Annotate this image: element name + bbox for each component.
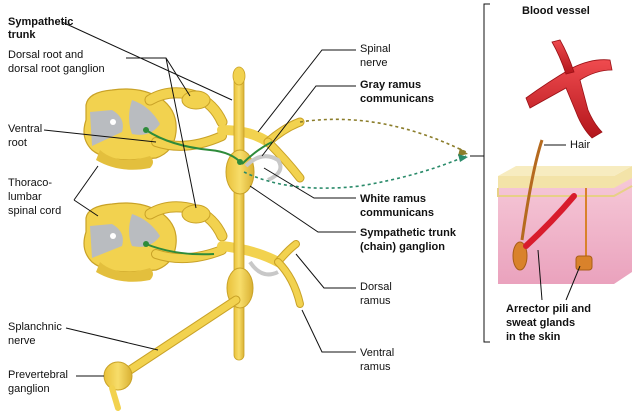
postganglionic-fibers bbox=[243, 118, 468, 189]
leader-spinal-cord bbox=[73, 165, 99, 217]
targets-bracket bbox=[470, 3, 490, 343]
label-spinal-cord: Thoraco- lumbar spinal cord bbox=[8, 177, 61, 217]
leader-white-ramus bbox=[263, 167, 356, 199]
leader-spinal-nerve bbox=[257, 49, 356, 133]
label-ventral-root: Ventral root bbox=[8, 123, 45, 149]
label-spinal-nerve: Spinal nerve bbox=[360, 43, 394, 69]
label-white-ramus: White ramus communicans bbox=[360, 193, 434, 219]
leader-dorsal-ramus bbox=[295, 253, 356, 289]
label-dorsal-ramus: Dorsal ramus bbox=[360, 281, 395, 307]
label-prevertebral-ganglion: Prevertebral ganglion bbox=[8, 369, 71, 395]
label-trunk-ganglion: Sympathetic trunk (chain) ganglion bbox=[360, 227, 459, 253]
label-arrector-pili: Arrector pili and sweat glands in the sk… bbox=[506, 303, 594, 343]
label-ventral-ramus: Ventral ramus bbox=[360, 347, 397, 373]
label-dorsal-root: Dorsal root and dorsal root ganglion bbox=[8, 49, 105, 75]
label-sympathetic-trunk: Sympathetic trunk bbox=[8, 16, 76, 41]
skin-illustration bbox=[497, 139, 633, 284]
spinal-cord-segment-upper bbox=[83, 88, 177, 170]
leader-gray-ramus bbox=[261, 85, 356, 157]
leader-arrector-pili bbox=[537, 249, 581, 301]
preganglionic-neuron bbox=[143, 127, 273, 256]
sympathetic-trunk bbox=[225, 66, 255, 361]
leader-sympathetic-trunk bbox=[61, 21, 233, 101]
leader-dorsal-root bbox=[126, 57, 197, 209]
splanchnic-nerve-path bbox=[103, 295, 241, 411]
leader-ventral-root bbox=[43, 129, 157, 143]
label-hair: Hair bbox=[570, 139, 591, 151]
spinal-cord-segment-lower bbox=[83, 202, 177, 282]
label-blood-vessel: Blood vessel bbox=[522, 5, 590, 17]
label-splanchnic-nerve: Splanchnic nerve bbox=[8, 321, 65, 347]
blood-vessel-illustration bbox=[525, 39, 613, 139]
leader-ventral-ramus bbox=[301, 309, 356, 353]
leader-trunk-ganglion bbox=[249, 185, 356, 233]
label-gray-ramus: Gray ramus communicans bbox=[360, 79, 434, 105]
leader-splanchnic-nerve bbox=[65, 327, 159, 351]
nerve-roots-lower bbox=[144, 201, 304, 308]
